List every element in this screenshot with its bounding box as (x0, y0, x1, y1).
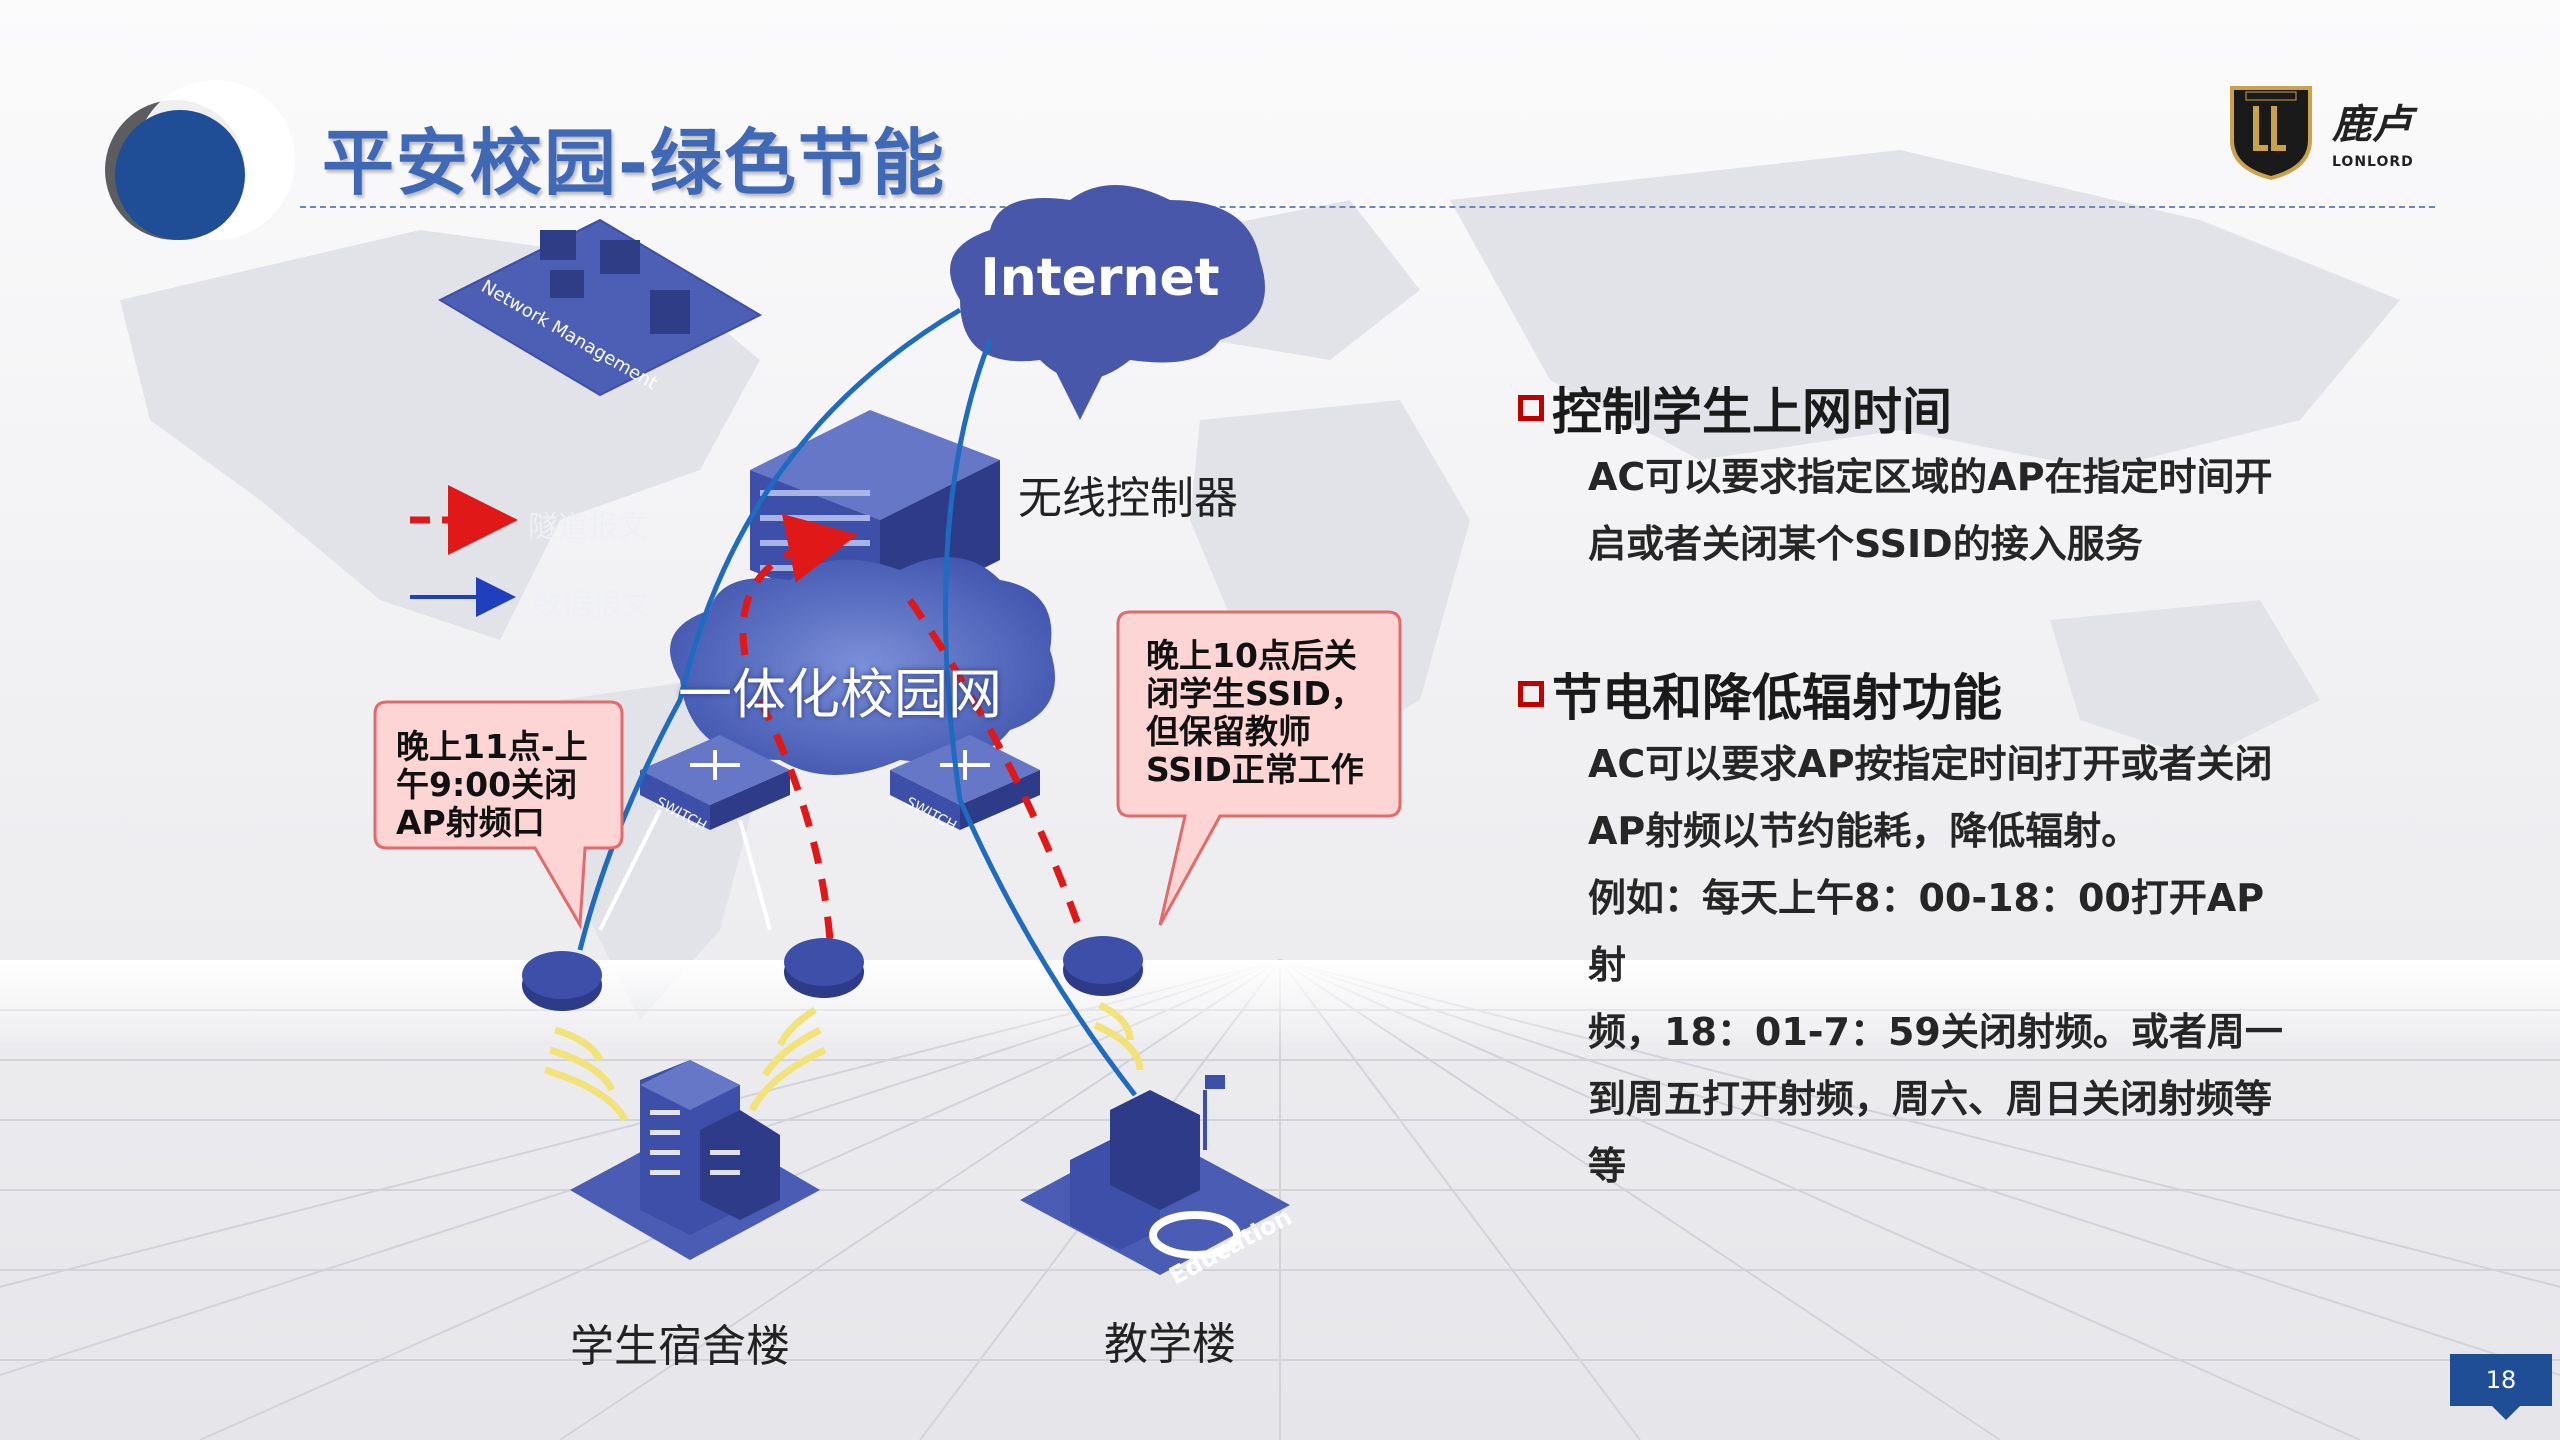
section-2-line: 等 (1588, 1144, 1627, 1188)
switch-left: SWITCH (640, 735, 790, 834)
callout-left-shape (373, 700, 624, 930)
section-heading-1-text: 控制学生上网时间 (1552, 383, 1952, 441)
logo-name-cn: 鹿卢 (2332, 101, 2412, 148)
access-point-right (1063, 936, 1143, 996)
internet-label: Internet (980, 248, 1220, 308)
ap-signal-waves (543, 1001, 1144, 1122)
title-divider (300, 206, 2435, 208)
section-2-line: 到周五打开射频，周六、周日关闭射频等 (1588, 1077, 2273, 1121)
lonlord-emblem-icon (2230, 86, 2312, 181)
decor-circle-blue (115, 110, 245, 240)
callout-left-text: 晚上11点-上 午9:00关闭 AP射频口 (396, 728, 606, 842)
wireless-controller-label: 无线控制器 (1018, 473, 1238, 524)
dormitory-label: 学生宿舍楼 (570, 1321, 790, 1372)
section-1-body: AC可以要求指定区域的AP在指定时间开 启或者关闭某个SSID的接入服务 (1588, 444, 2288, 578)
switch-ap-links (598, 809, 772, 931)
callout-right-line: 但保留教师 (1146, 712, 1311, 751)
callout-left-line: 午9:00关闭 (396, 765, 578, 804)
logo-name-en: LONLORD (2332, 154, 2414, 170)
slide-title: 平安校园-绿色节能 (322, 121, 946, 205)
network-management-platform: Network Management (437, 218, 763, 397)
page-number-badge: 18 (2450, 1354, 2552, 1406)
legend-tunnel-label: 隧道报文 (528, 510, 648, 545)
callout-right-line: SSID正常工作 (1146, 750, 1364, 789)
internet-cloud (950, 185, 1265, 420)
section-1-line: 启或者关闭某个SSID的接入服务 (1588, 522, 2143, 566)
section-heading-2-text: 节电和降低辐射功能 (1552, 669, 2002, 727)
section-2-body: AC可以要求AP按指定时间打开或者关闭 AP射频以节约能耗，降低辐射。 例如：每… (1588, 731, 2288, 1200)
section-1-line: AC可以要求指定区域的AP在指定时间开 (1588, 455, 2273, 499)
title-decoration-circles (105, 80, 295, 240)
callout-right-line: 晚上10点后关 (1146, 636, 1357, 675)
callout-right-text: 晚上10点后关 闭学生SSID， 但保留教师 SSID正常工作 (1146, 637, 1386, 789)
square-bullet-icon (1518, 681, 1544, 707)
data-path-lines (577, 307, 1137, 1097)
teaching-building-label: 教学楼 (1104, 1319, 1236, 1370)
logo-wordmark: 鹿卢 LONLORD (2332, 92, 2414, 170)
access-point-left (522, 951, 602, 1011)
campus-network-label: 一体化校园网 (678, 663, 1002, 726)
teaching-building: Education (1020, 1075, 1296, 1290)
section-2-line: 例如：每天上午8：00-18：00打开AP射 (1588, 876, 2265, 987)
legend-data-label: 数据报文 (532, 588, 652, 623)
access-point-middle (784, 938, 864, 998)
square-bullet-icon (1518, 395, 1544, 421)
dormitory-building (570, 1060, 820, 1260)
callout-right-line: 闭学生SSID， (1146, 674, 1364, 713)
callout-left-line: AP射频口 (396, 803, 545, 842)
section-heading-2: 节电和降低辐射功能 (1518, 658, 2002, 730)
page-badge-pointer (2492, 1406, 2520, 1420)
callout-left-line: 晚上11点-上 (396, 727, 588, 766)
tunnel-path-lines (739, 513, 1084, 941)
section-2-line: AP射频以节约能耗，降低辐射。 (1588, 809, 2140, 853)
section-2-line: 频，18：01-7：59关闭射频。或者周一 (1588, 1010, 2283, 1054)
section-2-line: AC可以要求AP按指定时间打开或者关闭 (1588, 742, 2273, 786)
callout-right-shape (1116, 610, 1402, 926)
legend (410, 485, 518, 617)
section-heading-1: 控制学生上网时间 (1518, 372, 1952, 444)
